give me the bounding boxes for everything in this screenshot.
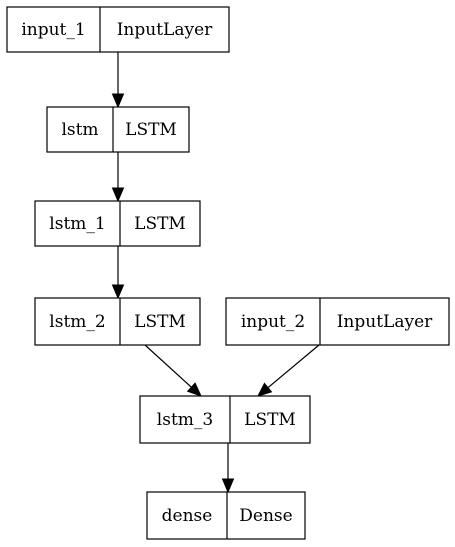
layer-node-lstm_1: lstm_1 LSTM (34, 200, 201, 247)
node-box (225, 297, 450, 346)
layer-type-label: Dense (239, 506, 292, 526)
edge-line (267, 344, 320, 389)
layer-type-label: LSTM (125, 120, 177, 140)
layer-name-label: lstm (61, 120, 98, 140)
layer-node-lstm_2: lstm_2 LSTM (34, 297, 201, 346)
layer-node-lstm_3: lstm_3 LSTM (139, 395, 311, 444)
edge-lstm_1-to-lstm_2 (111, 246, 125, 300)
arrowhead-icon (111, 93, 125, 109)
arrowhead-icon (111, 284, 125, 300)
node-box (34, 297, 201, 346)
edge-input_1-to-lstm (111, 52, 125, 109)
layer-type-label: InputLayer (117, 20, 213, 40)
layer-type-label: LSTM (134, 312, 186, 332)
layer-type-label: LSTM (244, 410, 296, 430)
layer-node-dense: dense Dense (146, 491, 306, 540)
node-box (6, 6, 230, 53)
node-box (139, 395, 311, 444)
arrowhead-icon (186, 382, 202, 397)
edges-layer (111, 52, 320, 494)
arrowhead-icon (221, 478, 235, 494)
layer-name-label: input_2 (241, 312, 305, 332)
layer-node-lstm: lstm LSTM (46, 106, 190, 153)
layer-name-label: lstm_3 (157, 410, 213, 430)
layer-node-input_1: input_1 InputLayer (6, 6, 230, 53)
layer-name-label: input_1 (21, 20, 85, 40)
edge-input_2-to-lstm_3 (257, 344, 320, 397)
layer-name-label: dense (162, 506, 213, 526)
arrowhead-icon (111, 187, 125, 203)
edge-lstm-to-lstm_1 (111, 152, 125, 203)
arrowhead-icon (257, 382, 273, 397)
edge-lstm_3-to-dense (221, 443, 235, 494)
node-box (34, 200, 201, 247)
edge-lstm_2-to-lstm_3 (144, 344, 202, 397)
edge-line (144, 344, 192, 388)
layer-name-label: lstm_1 (49, 214, 105, 234)
layer-type-label: LSTM (134, 214, 186, 234)
layer-type-label: InputLayer (337, 312, 433, 332)
node-box (146, 491, 306, 540)
node-box (46, 106, 190, 153)
layer-name-label: lstm_2 (49, 312, 105, 332)
layer-node-input_2: input_2 InputLayer (225, 297, 450, 346)
